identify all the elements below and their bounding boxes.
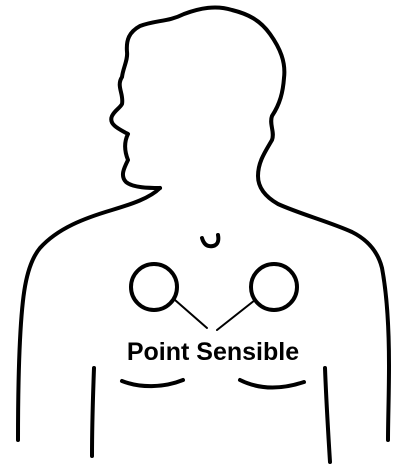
head-profile-outline xyxy=(111,7,389,440)
right-pectoral-line xyxy=(240,380,304,387)
left-leader-line xyxy=(175,300,207,328)
left-arm-inner-line xyxy=(92,368,94,456)
left-sensitive-point xyxy=(131,264,177,310)
left-shoulder-outline xyxy=(18,188,160,440)
left-pectoral-line xyxy=(122,380,183,386)
right-arm-inner-line xyxy=(325,368,330,462)
throat-notch xyxy=(202,235,218,246)
point-sensible-label: Point Sensible xyxy=(127,338,299,366)
right-leader-line xyxy=(217,300,255,330)
right-sensitive-point xyxy=(251,264,297,310)
